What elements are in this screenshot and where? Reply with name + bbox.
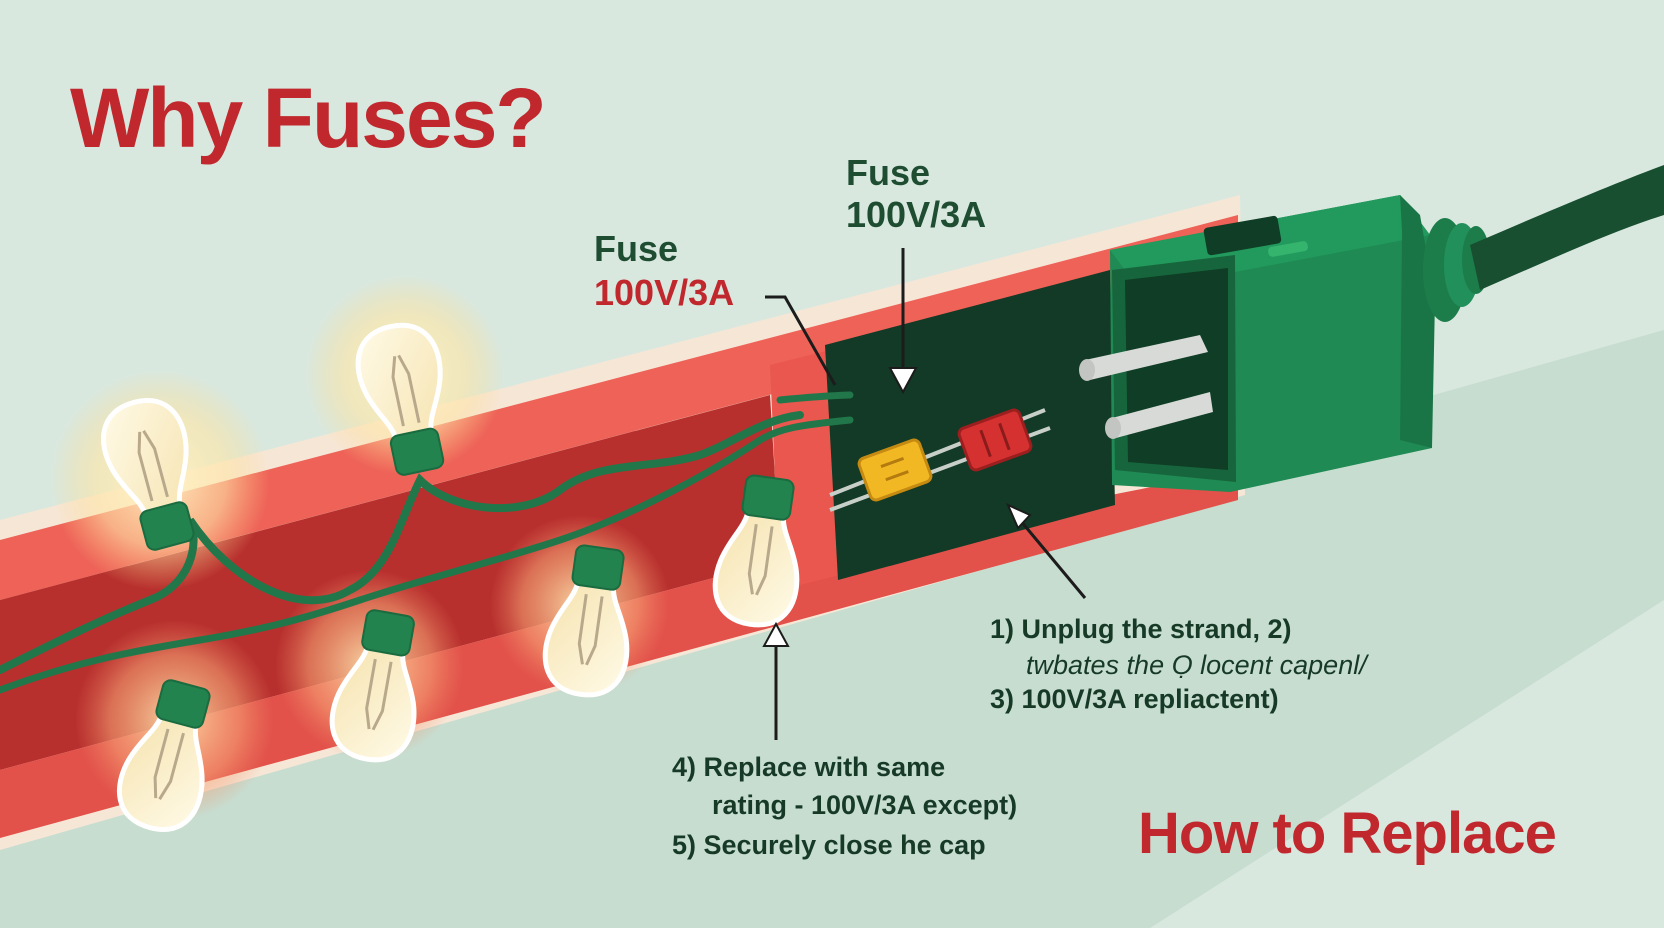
step-1b: twbates the Ọ locent capenl/ (1026, 650, 1367, 680)
plug-prong-top (1079, 335, 1208, 381)
channel-top-face (0, 215, 1238, 600)
page-title: Why Fuses? (70, 71, 547, 165)
left-fuse-rating: 100V/3A (594, 272, 735, 313)
arrow-icon (762, 621, 790, 740)
light-string-wire-2 (0, 416, 854, 694)
subtitle: How to Replace (1138, 801, 1557, 866)
step-1: 1) Unplug the strand, 2) (990, 614, 1292, 644)
step-5: 5) Securely close he cap (672, 830, 986, 860)
plug-prong-bottom (1105, 392, 1213, 439)
light-string-wire-3 (776, 391, 854, 404)
arrow-icon (1006, 503, 1087, 599)
top-fuse-rating: 100V/3A (846, 194, 987, 235)
step-4b: rating - 100V/3A except) (712, 790, 1018, 820)
arrow-icon (765, 295, 837, 386)
fuse-yellow-icon (857, 438, 933, 502)
left-fuse-name: Fuse (594, 228, 679, 269)
step-4: 4) Replace with same (672, 752, 946, 782)
arrow-icon (888, 248, 918, 395)
top-fuse-name: Fuse (846, 152, 931, 193)
step-3: 3) 100V/3A repliactent) (990, 684, 1279, 714)
fuse-red-icon (957, 408, 1033, 472)
light-string-wire (0, 411, 804, 674)
